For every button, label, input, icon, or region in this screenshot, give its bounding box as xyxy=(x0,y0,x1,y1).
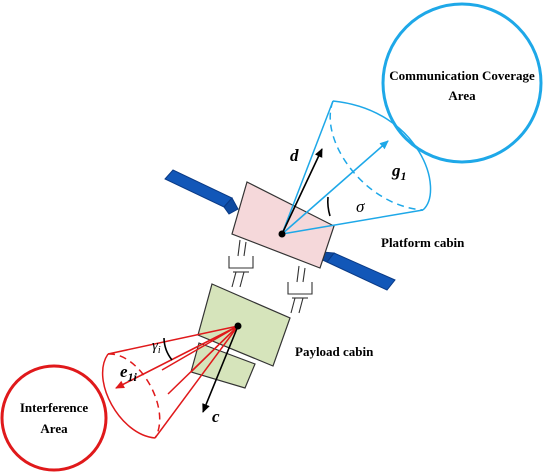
cabin-connectors xyxy=(228,239,313,314)
e1i-label: e1i xyxy=(120,362,138,384)
gamma-label: γi xyxy=(152,338,161,356)
c-label: c xyxy=(212,407,220,426)
payload-cabin-label: Payload cabin xyxy=(295,344,374,359)
d-label: d xyxy=(290,146,299,165)
interference-area-circle xyxy=(0,364,108,472)
d-vector-arrow xyxy=(281,148,323,235)
platform-cabin-body xyxy=(231,181,335,269)
e1i-vector-arrow xyxy=(115,325,239,389)
sigma-angle-arc xyxy=(327,196,331,217)
g1-label: g1 xyxy=(391,161,407,183)
gamma-angle-arc xyxy=(163,337,173,361)
interference-area-label-line2: Area xyxy=(40,421,68,436)
communication-cone xyxy=(281,100,432,235)
communication-coverage-circle xyxy=(381,2,543,164)
payload-cabin-body xyxy=(190,283,291,389)
right-solar-panel xyxy=(319,251,396,291)
communication-coverage-label-line2: Area xyxy=(448,88,476,103)
sigma-label: σ xyxy=(356,197,365,216)
left-solar-panel xyxy=(164,169,239,215)
g1-vector-arrow xyxy=(281,140,389,235)
communication-coverage-label-line1: Communication Coverage xyxy=(389,68,535,83)
interference-area-label-line1: Interference xyxy=(20,400,89,415)
platform-center-point xyxy=(278,230,286,238)
c-vector-arrow xyxy=(202,325,239,413)
payload-center-point xyxy=(234,322,242,330)
platform-cabin-label: Platform cabin xyxy=(381,235,465,250)
